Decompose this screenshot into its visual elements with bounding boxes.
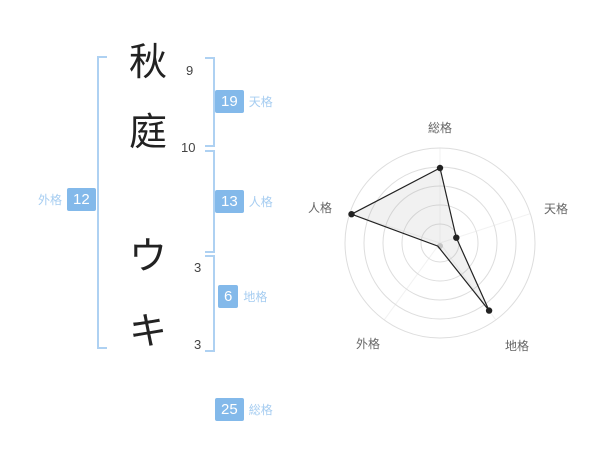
chikaku-score: 6 地格 xyxy=(218,285,267,308)
jinkaku-bracket xyxy=(205,150,215,253)
radar-axis-label: 人格 xyxy=(308,200,332,215)
radar-data-polygon xyxy=(350,167,490,311)
name-char-3-strokes: 3 xyxy=(194,260,202,275)
tenkaku-bracket xyxy=(205,57,215,147)
name-char-2-strokes: 10 xyxy=(181,140,196,155)
chikaku-value: 6 xyxy=(218,285,239,308)
radar-axis-label: 天格 xyxy=(544,201,568,216)
name-char-4-strokes: 3 xyxy=(194,337,202,352)
radar-data-point xyxy=(348,211,355,218)
jinkaku-label: 人格 xyxy=(248,194,273,209)
tenkaku-value: 19 xyxy=(215,90,244,113)
name-char-4: キ xyxy=(128,311,167,353)
radar-data-point xyxy=(436,164,444,172)
radar-data-point xyxy=(453,234,460,241)
chikaku-label: 地格 xyxy=(243,289,268,304)
name-char-2: 庭 xyxy=(128,112,167,154)
soukaku-value: 25 xyxy=(215,398,244,421)
radar-grid-ring xyxy=(344,147,536,339)
tenkaku-label: 天格 xyxy=(248,94,273,109)
gaikaku-value: 12 xyxy=(67,188,96,211)
gaikaku-score: 外格 12 xyxy=(38,188,96,211)
name-char-1-strokes: 9 xyxy=(186,63,194,78)
radar-axis-label: 外格 xyxy=(356,336,380,351)
tenkaku-score: 19 天格 xyxy=(215,90,273,113)
gaikaku-bracket xyxy=(97,56,107,349)
soukaku-score: 25 総格 xyxy=(215,398,273,421)
radar-data-point xyxy=(485,307,493,314)
jinkaku-value: 13 xyxy=(215,190,244,213)
radar-axis-label: 地格 xyxy=(505,338,529,353)
name-char-3: ウ xyxy=(128,236,167,278)
radar-grid-ring xyxy=(401,204,479,282)
jinkaku-score: 13 人格 xyxy=(215,190,273,213)
radar-grid-ring xyxy=(382,185,498,301)
radar-spoke xyxy=(383,242,441,321)
soukaku-label: 総格 xyxy=(248,402,273,417)
chikaku-bracket xyxy=(205,255,215,352)
gaikaku-label: 外格 xyxy=(38,192,63,207)
name-char-1: 秋 xyxy=(128,42,167,84)
radar-axis-label: 総格 xyxy=(428,120,452,135)
